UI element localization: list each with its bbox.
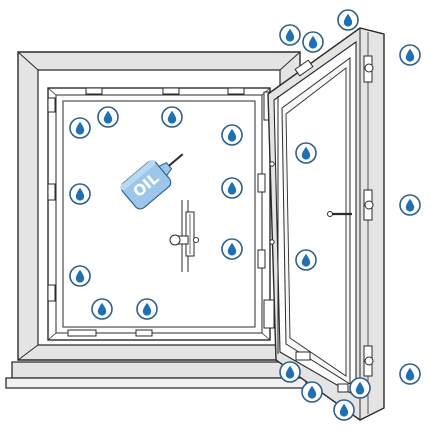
oil-drop-icon bbox=[399, 363, 421, 385]
oil-drop-icon bbox=[349, 377, 371, 399]
oil-drop-icon bbox=[337, 9, 359, 31]
oil-drop-icon bbox=[302, 31, 324, 53]
oil-drop-icon bbox=[333, 399, 355, 421]
oil-drop-icon bbox=[399, 194, 421, 216]
oil-drop-icon bbox=[399, 44, 421, 66]
oil-drop-icon bbox=[279, 361, 301, 383]
oil-drop-icon bbox=[91, 298, 113, 320]
sash-hardware bbox=[269, 55, 374, 393]
oil-drop-icon bbox=[279, 24, 301, 46]
oil-drop-icon bbox=[221, 124, 243, 146]
oil-drop-icon bbox=[69, 183, 91, 205]
locking-bolt-detail bbox=[169, 200, 200, 272]
oil-drop-icon bbox=[136, 298, 158, 320]
oil-drop-icon bbox=[97, 106, 119, 128]
open-sash bbox=[267, 27, 385, 421]
oil-drop-icon bbox=[69, 117, 91, 139]
oil-can: OIL bbox=[120, 153, 184, 210]
oil-drop-icon bbox=[301, 381, 323, 403]
oil-drop-icon bbox=[69, 265, 91, 287]
oil-drop-icon bbox=[221, 177, 243, 199]
oil-drop-icon bbox=[295, 249, 317, 271]
oil-drop-icon bbox=[221, 238, 243, 260]
oil-drop-icon bbox=[161, 106, 183, 128]
oil-drop-icon bbox=[295, 142, 317, 164]
window-sill bbox=[5, 361, 307, 389]
